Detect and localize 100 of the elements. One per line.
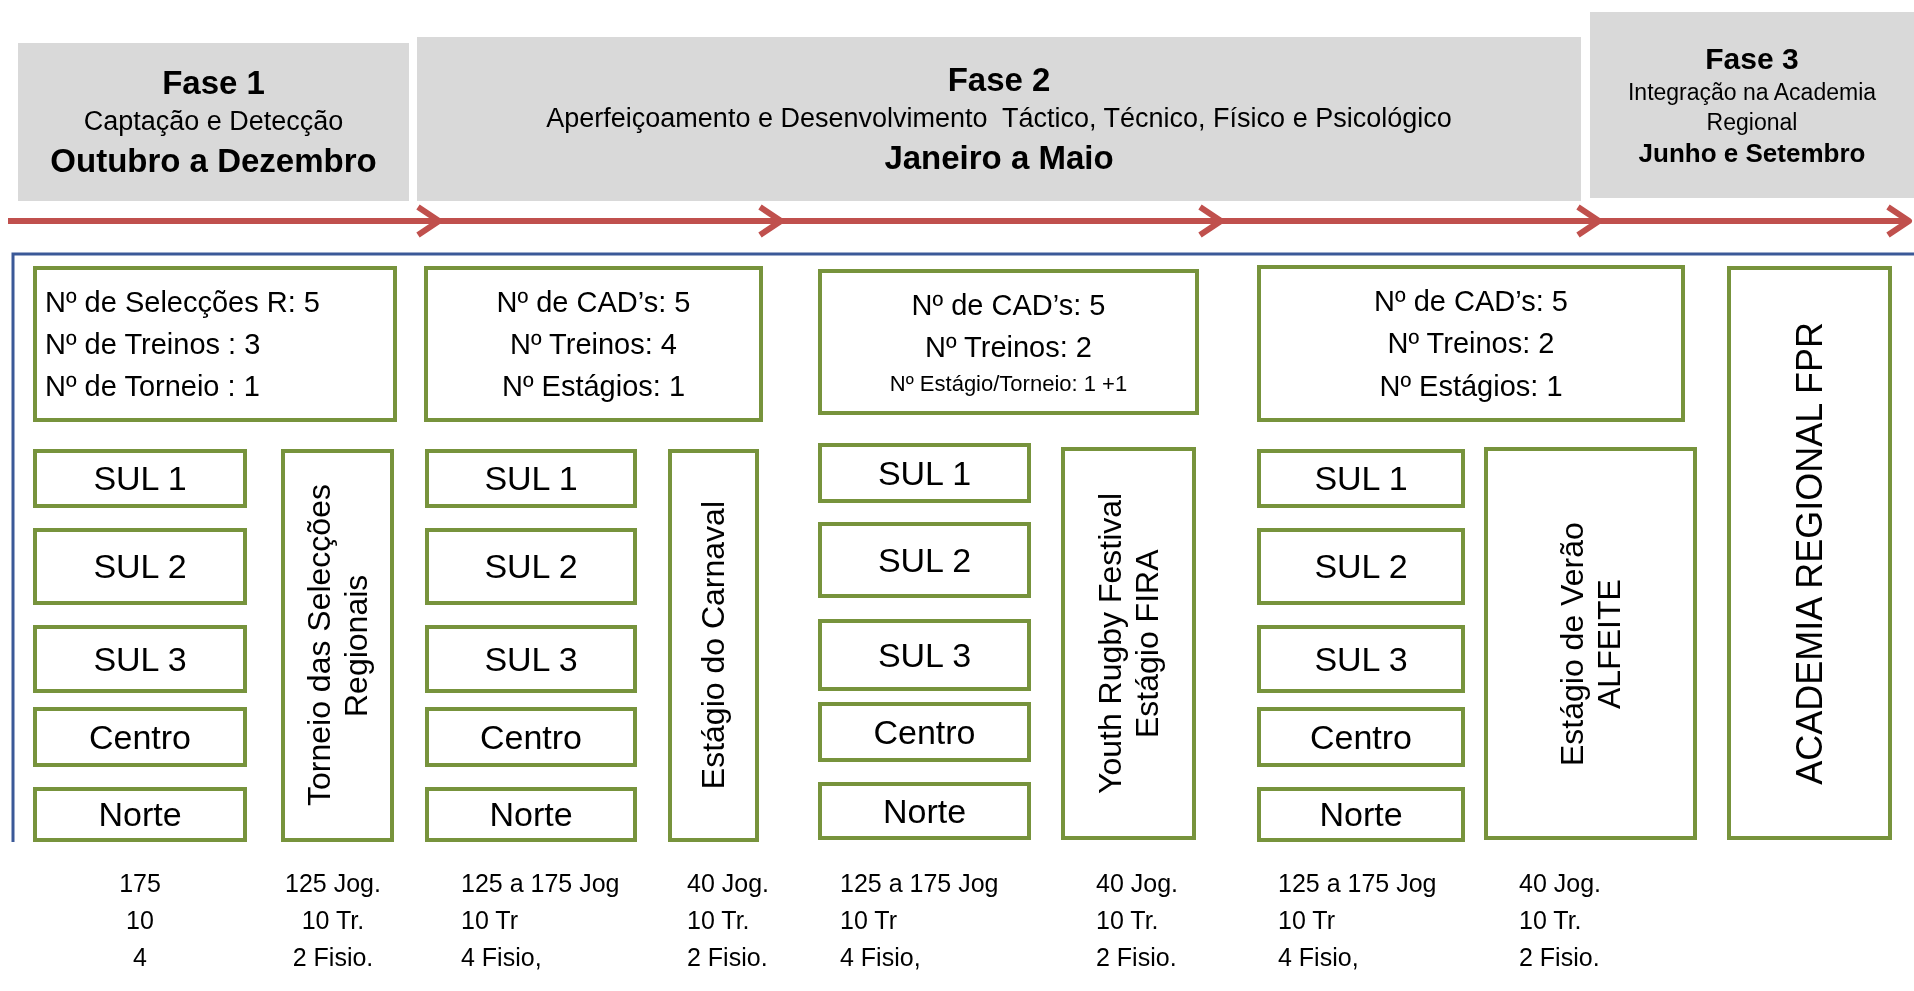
region-box (1257, 787, 1465, 842)
summary-line: Nº Estágios: 1 (1379, 368, 1563, 404)
region-label: Centro (873, 712, 976, 752)
event-box (1484, 447, 1697, 840)
region-label: SUL 1 (877, 453, 972, 493)
region-label: SUL 1 (93, 459, 187, 498)
resource-note: 4 Fisio, (840, 942, 921, 973)
region-box (33, 449, 247, 508)
resource-note: 10 Tr. (301, 905, 365, 936)
event-box (1727, 266, 1892, 840)
region-box (33, 625, 247, 693)
region-box (818, 702, 1031, 762)
resource-note: 40 Jog. (687, 868, 769, 899)
region-label: Norte (489, 795, 573, 834)
resource-note: 10 Tr (1278, 905, 1335, 936)
region-label: Centro (479, 717, 583, 757)
summary-line: Nº Estágio/Torneio: 1 +1 (889, 370, 1128, 399)
event-label: Torneio das Selecções Regionais (300, 483, 375, 809)
resource-note: 40 Jog. (1096, 868, 1178, 899)
summary-line: Nº de CAD’s: 5 (496, 284, 691, 320)
region-box (818, 782, 1031, 840)
resource-note: 10 Tr. (1096, 905, 1159, 936)
phase-header-box (417, 37, 1581, 201)
event-label: Estágio de Verão ALFEITE (1553, 520, 1628, 768)
resource-note: 175 (119, 868, 161, 899)
region-box (1257, 625, 1465, 693)
phase-description: Aperfeiçoamento e Desenvolvimento Táctico, Técnico, Físico e Psicológico (546, 102, 1452, 136)
region-label: SUL 2 (877, 540, 972, 580)
region-box (33, 787, 247, 842)
event-label: Estágio do Carnaval (695, 501, 732, 790)
region-box (425, 625, 637, 693)
summary-box (33, 266, 397, 422)
phase-title: Fase 1 (162, 62, 265, 103)
resource-note: 10 Tr. (1519, 905, 1582, 936)
phase-description: Captação e Detecção (83, 105, 344, 139)
resource-note: 2 Fisio. (687, 942, 768, 973)
resource-note: 10 Tr (461, 905, 518, 936)
resource-note: 125 a 175 Jog (461, 868, 620, 899)
region-label: SUL 2 (484, 547, 578, 586)
region-label: SUL 3 (1314, 639, 1408, 679)
event-label: Youth Rugby Festival Estágio FIRA (1091, 491, 1166, 797)
region-label: SUL 3 (484, 639, 578, 679)
summary-line: Nº de CAD’s: 5 (911, 288, 1106, 323)
event-box (668, 449, 759, 842)
region-label: SUL 1 (1314, 459, 1408, 498)
region-box (818, 619, 1031, 691)
resource-note: 125 a 175 Jog (840, 868, 999, 899)
region-label: Centro (88, 717, 192, 757)
region-box (33, 528, 247, 605)
resource-note: 10 Tr (840, 905, 897, 936)
resource-note: 2 Fisio. (1519, 942, 1600, 973)
region-box (425, 787, 637, 842)
region-box (33, 707, 247, 767)
summary-line: Nº Treinos: 4 (510, 326, 677, 362)
resource-note: 125 a 175 Jog (1278, 868, 1437, 899)
resource-note: 4 Fisio, (1278, 942, 1359, 973)
region-box (818, 522, 1031, 598)
phase-description: Integração na Academia Regional (1626, 77, 1878, 137)
region-label: SUL 2 (93, 547, 187, 586)
summary-box (818, 269, 1199, 415)
event-box (1061, 447, 1196, 840)
region-label: SUL 2 (1314, 547, 1408, 586)
phase-title: Fase 2 (947, 59, 1051, 100)
summary-line: Nº de CAD’s: 5 (1374, 284, 1568, 320)
region-box (1257, 449, 1465, 508)
region-box (1257, 528, 1465, 605)
phase-header-box (18, 43, 409, 201)
region-box (425, 449, 637, 508)
region-label: Norte (1319, 795, 1403, 834)
resource-note: 40 Jog. (1519, 868, 1601, 899)
summary-line: Nº Treinos: 2 (925, 330, 1092, 366)
resource-note: 4 Fisio, (461, 942, 542, 973)
summary-box (1257, 265, 1685, 422)
event-box (281, 449, 394, 842)
phase-dates: Janeiro a Maio (884, 137, 1114, 178)
region-label: Centro (1309, 717, 1413, 757)
region-label: SUL 3 (93, 639, 187, 679)
resource-note: 2 Fisio. (1096, 942, 1177, 973)
summary-line: Nº de Selecções R: 5 (44, 284, 320, 320)
region-label: Norte (882, 791, 967, 831)
resource-note: 10 (126, 905, 154, 936)
summary-line: Nº de Torneio : 1 (44, 369, 260, 404)
region-box (818, 443, 1031, 503)
phase-title: Fase 3 (1705, 40, 1799, 77)
region-label: Norte (98, 795, 182, 834)
event-label: ACADEMIA REGIONAL FPR (1788, 321, 1831, 785)
region-box (1257, 707, 1465, 767)
resource-note: 4 (133, 942, 147, 973)
summary-line: Nº de Treinos : 3 (44, 326, 261, 362)
resource-note: 125 Jog. (285, 868, 381, 899)
region-label: SUL 1 (484, 459, 578, 498)
summary-box (424, 266, 763, 422)
phase-dates: Outubro a Dezembro (50, 140, 377, 181)
resource-note: 10 Tr. (687, 905, 750, 936)
phase-header-box (1590, 12, 1914, 198)
summary-line: Nº Treinos: 2 (1387, 326, 1555, 362)
summary-line: Nº Estágios: 1 (501, 369, 686, 404)
phase-dates: Junho e Setembro (1638, 137, 1866, 171)
region-box (425, 707, 637, 767)
region-box (425, 528, 637, 605)
